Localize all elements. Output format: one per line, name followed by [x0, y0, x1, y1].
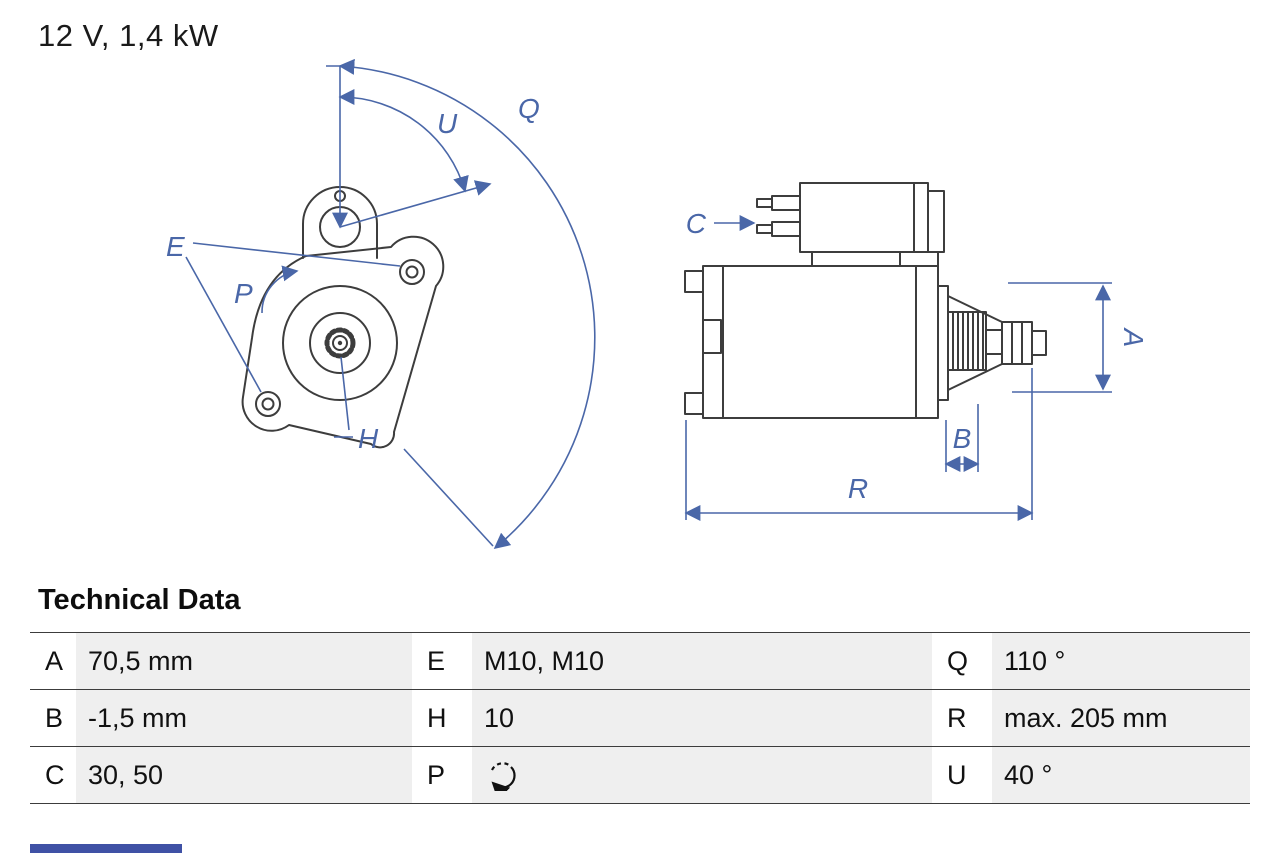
table-key: E — [412, 633, 472, 689]
dim-label-b: B — [953, 423, 972, 454]
table-row: A 70,5 mm E M10, M10 Q 110 ° — [30, 632, 1250, 689]
table-value: -1,5 mm — [76, 690, 412, 746]
table-key: R — [932, 690, 992, 746]
technical-data-table: A 70,5 mm E M10, M10 Q 110 ° B -1,5 mm H… — [30, 632, 1250, 804]
table-key: C — [30, 747, 76, 803]
dim-label-h: H — [358, 423, 379, 454]
table-value: 30, 50 — [76, 747, 412, 803]
table-key: Q — [932, 633, 992, 689]
dimension-lines — [185, 58, 1112, 550]
table-key: A — [30, 633, 76, 689]
table-value-rotation — [472, 747, 932, 803]
table-value: 110 ° — [992, 633, 1250, 689]
dim-label-a: A — [1118, 327, 1149, 348]
rotation-direction-icon — [491, 762, 516, 791]
brand-stripe — [30, 844, 182, 853]
table-value: 40 ° — [992, 747, 1250, 803]
dim-label-c: C — [686, 208, 707, 239]
page-title: 12 V, 1,4 kW — [38, 18, 219, 53]
table-value: max. 205 mm — [992, 690, 1250, 746]
table-key: P — [412, 747, 472, 803]
table-key: U — [932, 747, 992, 803]
table-key: B — [30, 690, 76, 746]
table-key: H — [412, 690, 472, 746]
table-value: 10 — [472, 690, 932, 746]
dim-label-p: P — [234, 278, 253, 309]
dim-label-u: U — [437, 108, 458, 139]
table-value: 70,5 mm — [76, 633, 412, 689]
side-view-motor — [684, 182, 1047, 419]
technical-drawing: U Q E P H C A B R — [166, 58, 1149, 550]
technical-data-heading: Technical Data — [38, 584, 241, 616]
dim-label-q: Q — [518, 93, 540, 124]
dim-label-e: E — [166, 231, 185, 262]
dim-label-r: R — [848, 473, 868, 504]
table-row: C 30, 50 P U 40 ° — [30, 746, 1250, 803]
table-value: M10, M10 — [472, 633, 932, 689]
table-row: B -1,5 mm H 10 R max. 205 mm — [30, 689, 1250, 746]
